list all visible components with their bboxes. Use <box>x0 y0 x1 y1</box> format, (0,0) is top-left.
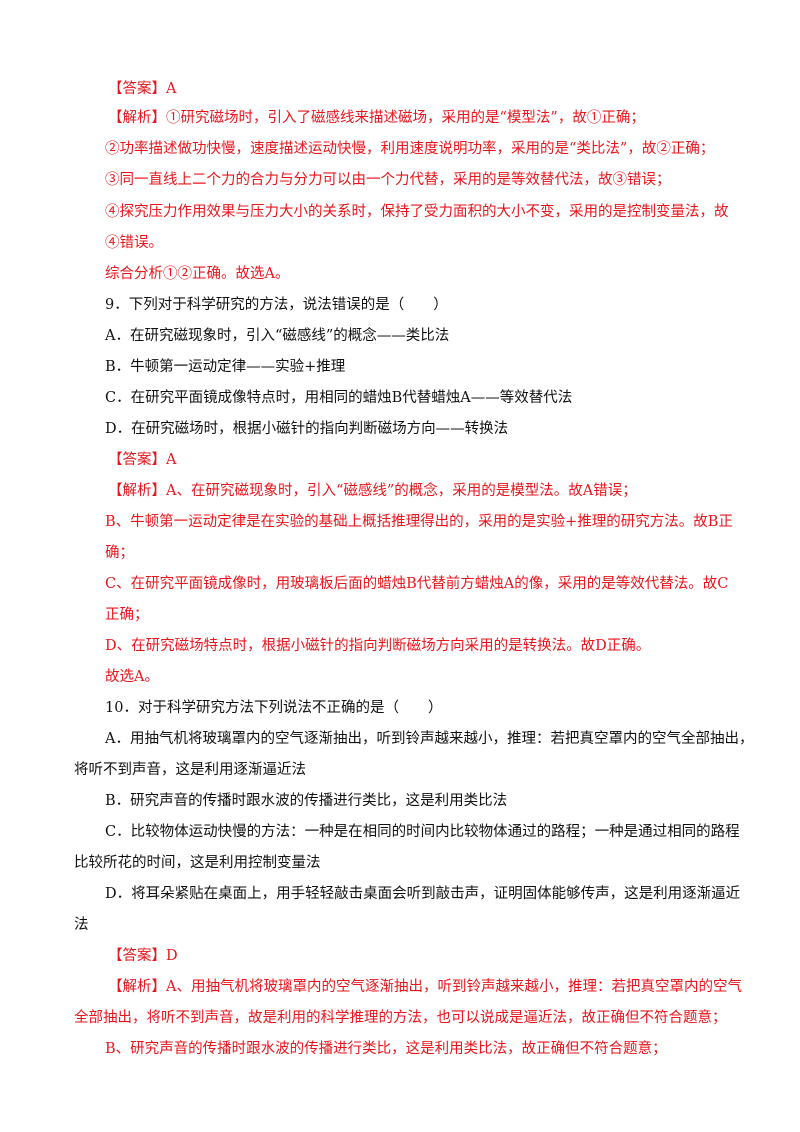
question-option: C．比较物体运动快慢的方法：一种是在相同的时间内比较物体通过的路程；一种是通过相… <box>105 824 740 840</box>
question-stem: 9．下列对于科学研究的方法，说法错误的是（ ） <box>105 297 448 313</box>
analysis-line: ④错误。 <box>105 235 163 251</box>
question-option: B．牛顿第一运动定律——实验+推理 <box>105 359 346 375</box>
analysis-line: 【解析】A、在研究磁现象时，引入“磁感线”的概念，采用的是模型法。故A错误； <box>108 483 637 499</box>
question-option: D．将耳朵紧贴在桌面上，用手轻轻敲击桌面会听到敲击声，证明固体能够传声，这是利用… <box>105 886 741 902</box>
analysis-line: 【解析】①研究磁场时，引入了磁感线来描述磁场，采用的是“模型法”，故①正确； <box>108 110 645 126</box>
analysis-line: B、牛顿第一运动定律是在实验的基础上概括推理得出的，采用的是实验+推理的研究方法… <box>105 514 733 530</box>
analysis-line: 综合分析①②正确。故选A。 <box>105 266 290 282</box>
question-option: 法 <box>74 917 89 933</box>
analysis-line: ②功率描述做功快慢，速度描述运动快慢，利用速度说明功率，采用的是“类比法”，故②… <box>105 141 715 157</box>
answer-label: 【答案】D <box>108 948 178 964</box>
analysis-line: 故选A。 <box>105 669 159 685</box>
question-option: B．研究声音的传播时跟水波的传播进行类比，这是利用类比法 <box>105 793 508 809</box>
question-option: D．在研究磁场时，根据小磁针的指向判断磁场方向——转换法 <box>105 421 509 437</box>
question-option: A．用抽气机将玻璃罩内的空气逐渐抽出，听到铃声越来越小，推理：若把真空罩内的空气… <box>105 731 754 747</box>
answer-label: 【答案】A <box>108 452 177 468</box>
analysis-line: ④探究压力作用效果与压力大小的关系时，保持了受力面积的大小不变，采用的是控制变量… <box>105 204 729 220</box>
answer-label: 【答案】A <box>108 81 177 97</box>
analysis-line: 正确； <box>105 607 149 623</box>
analysis-line: 全部抽出，将听不到声音，故是利用的科学推理的方法，也可以说成是逼近法，故正确但不… <box>74 1010 727 1026</box>
analysis-line: D、在研究磁场特点时，根据小磁针的指向判断磁场方向采用的是转换法。故D正确。 <box>105 638 651 654</box>
analysis-line: C、在研究平面镜成像时，用玻璃板后面的蜡烛B代替前方蜡烛A的像，采用的是等效代替… <box>105 576 729 592</box>
analysis-line: ③同一直线上二个力的合力与分力可以由一个力代替，采用的是等效替代法，故③错误； <box>105 172 671 188</box>
analysis-line: 【解析】A、用抽气机将玻璃罩内的空气逐渐抽出，听到铃声越来越小，推理：若把真空罩… <box>108 979 742 995</box>
question-option: C．在研究平面镜成像特点时，用相同的蜡烛B代替蜡烛A——等效替代法 <box>105 390 573 406</box>
question-stem: 10．对于科学研究方法下列说法不正确的是（ ） <box>105 700 443 716</box>
question-option: 比较所花的时间，这是利用控制变量法 <box>74 855 321 871</box>
analysis-line: 确； <box>105 545 134 561</box>
analysis-line: B、研究声音的传播时跟水波的传播进行类比，这是利用类比法，故正确但不符合题意； <box>105 1041 667 1057</box>
question-option: 将听不到声音，这是利用逐渐逼近法 <box>74 762 306 778</box>
question-option: A．在研究磁现象时，引入“磁感线”的概念——类比法 <box>105 328 450 344</box>
